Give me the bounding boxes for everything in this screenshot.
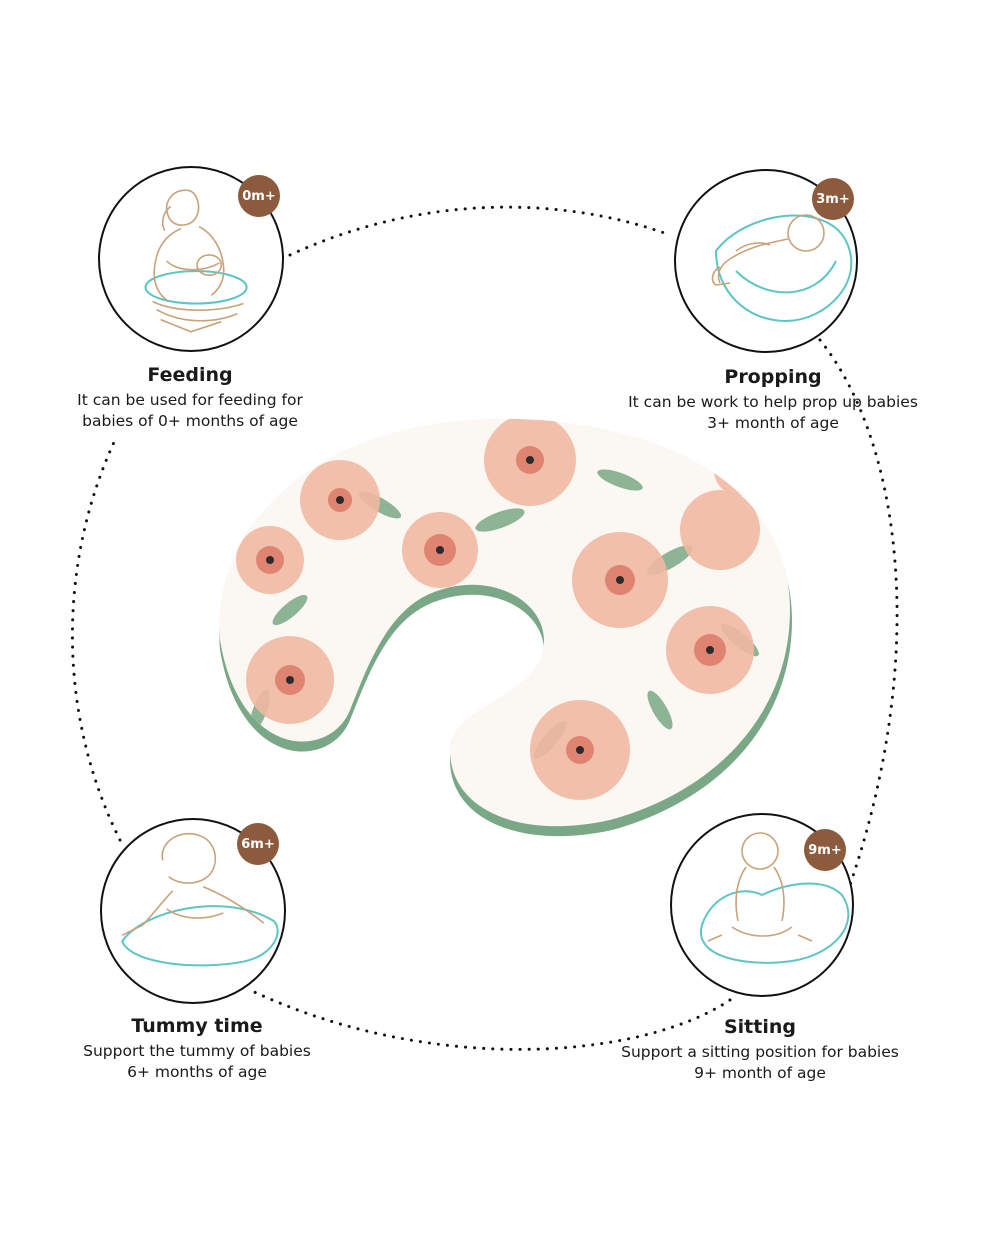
floral-nursing-pillow-image: [219, 418, 792, 837]
stage-title: Propping: [724, 366, 822, 388]
stage-text-propping: Propping It can be work to help prop up …: [598, 366, 948, 434]
stage-title: Feeding: [147, 364, 233, 386]
age-badge-sitting: 9m+: [804, 829, 846, 871]
stage-desc-line2: babies of 0+ months of age: [82, 412, 298, 430]
stage-desc-line2: 9+ month of age: [694, 1064, 826, 1082]
stage-desc-line2: 3+ month of age: [707, 414, 839, 432]
stage-desc-line1: It can be used for feeding for: [77, 391, 303, 409]
age-badge-feeding: 0m+: [238, 175, 280, 217]
stage-desc-line2: 6+ months of age: [127, 1063, 267, 1081]
stage-text-tummy: Tummy time Support the tummy of babies 6…: [44, 1015, 350, 1083]
stage-desc-line1: Support the tummy of babies: [83, 1042, 311, 1060]
stage-desc-line1: It can be work to help prop up babies: [628, 393, 918, 411]
baby-propped-icon: [711, 214, 853, 323]
stage-text-sitting: Sitting Support a sitting position for b…: [590, 1016, 930, 1084]
age-badge-tummy: 6m+: [237, 823, 279, 865]
baby-sitting-icon: [699, 832, 850, 964]
stage-desc-line1: Support a sitting position for babies: [621, 1043, 899, 1061]
stage-text-feeding: Feeding It can be used for feeding for b…: [40, 364, 340, 432]
age-badge-propping: 3m+: [812, 178, 854, 220]
stage-title: Sitting: [723, 1016, 796, 1038]
stage-title: Tummy time: [131, 1015, 263, 1037]
mother-feeding-baby-icon: [144, 189, 248, 333]
stage-circle-sitting: [670, 813, 854, 997]
baby-tummy-time-icon: [121, 832, 279, 967]
